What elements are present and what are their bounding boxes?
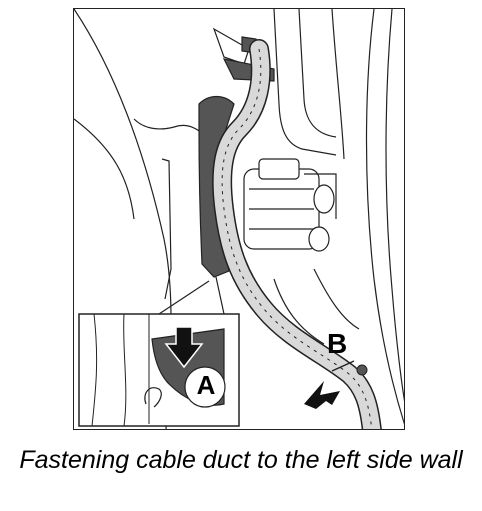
pillar-edge (298, 9, 337, 138)
wheel-arch-line (385, 9, 404, 402)
wheel-arch-line (365, 9, 404, 425)
pillar-edge (331, 9, 345, 160)
detail-inset-a (78, 313, 240, 427)
arrow-b-icon (304, 381, 340, 409)
callout-a: A (196, 370, 216, 400)
technical-illustration (74, 9, 404, 429)
callout-b: B (327, 328, 348, 359)
wall-edge (273, 278, 325, 345)
connector-block (243, 158, 337, 252)
pillar-edge (273, 9, 337, 156)
figure-caption: Fastening cable duct to the left side wa… (19, 446, 463, 474)
detail-leader (158, 276, 225, 315)
wire-line (133, 118, 203, 134)
wiring-harness (212, 39, 382, 429)
arrow-down-icon (164, 326, 204, 369)
wall-edge (313, 268, 360, 330)
fastening-clip-b (331, 360, 368, 376)
body-panel-contour (74, 118, 135, 220)
illustration-frame: B A (73, 8, 405, 430)
wall-edge (161, 158, 172, 300)
